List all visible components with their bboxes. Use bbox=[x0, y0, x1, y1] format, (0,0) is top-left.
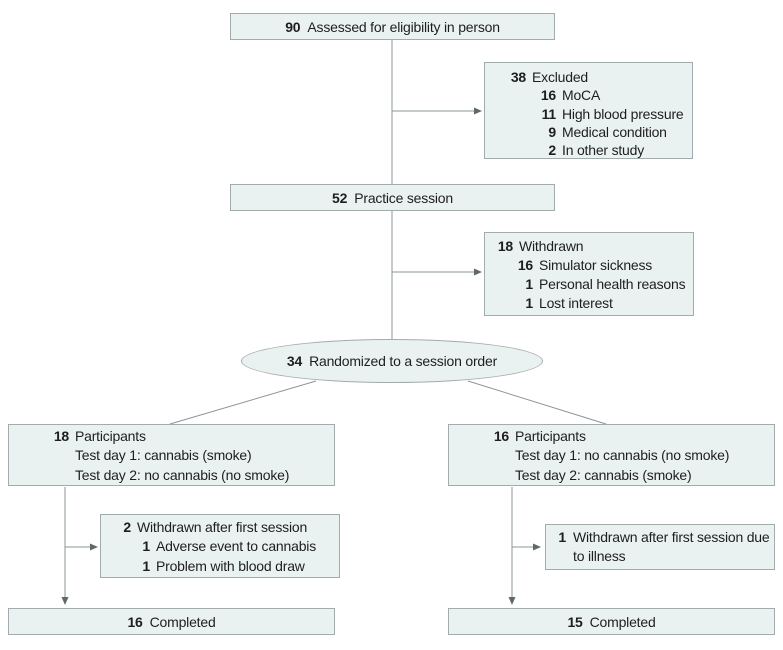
box-arm2-participants: 16 Participants Test day 1: no cannabis … bbox=[448, 424, 775, 486]
reason-label: Medical condition bbox=[562, 123, 667, 140]
completed-count: 16 bbox=[127, 613, 143, 630]
withdrawn-label: Withdrawn after first session bbox=[137, 519, 308, 535]
excluded-reason: 2 In other study bbox=[490, 141, 688, 159]
reason-count: 2 bbox=[548, 142, 556, 159]
spacer bbox=[29, 466, 69, 485]
arm2-testday1: Test day 1: no cannabis (no smoke) bbox=[515, 447, 730, 464]
completed-label: Completed bbox=[589, 613, 656, 630]
withdrawn-reason: 1 Personal health reasons bbox=[490, 275, 689, 294]
reason-count: 1 bbox=[525, 276, 533, 292]
withdrawn-count: 1 bbox=[558, 529, 566, 545]
box-excluded: 38 Excluded 16 MoCA 11 High blood pressu… bbox=[484, 62, 693, 159]
arrowhead-to-withdrawn-screening bbox=[474, 268, 482, 276]
reason-count: 1 bbox=[525, 295, 533, 311]
box-practice-session: 52 Practice session bbox=[230, 184, 555, 211]
reason-count: 16 bbox=[517, 257, 533, 273]
reason-label: Simulator sickness bbox=[539, 257, 653, 273]
reason-label: Problem with blood draw bbox=[156, 557, 305, 574]
box-arm1-participants: 18 Participants Test day 1: cannabis (sm… bbox=[8, 424, 335, 486]
branch-line-to-arm2 bbox=[467, 380, 607, 425]
arm1-testday1: Test day 1: cannabis (smoke) bbox=[75, 447, 252, 464]
reason-label: MoCA bbox=[562, 87, 601, 104]
excluded-heading: 38 Excluded bbox=[490, 68, 688, 86]
arm2-heading: 16 Participants bbox=[469, 427, 770, 446]
withdrawn-label: Withdrawn after first session due to ill… bbox=[573, 529, 770, 565]
excluded-reason: 11 High blood pressure bbox=[490, 105, 688, 123]
withdrawn-count: 2 bbox=[123, 519, 131, 535]
arm2-label: Participants bbox=[515, 428, 586, 444]
box-completed-arm2: 15 Completed bbox=[448, 608, 775, 635]
assessed-label: Assessed for eligibility in person bbox=[307, 18, 500, 35]
reason-label: Adverse event to cannabis bbox=[156, 538, 316, 555]
spacer bbox=[469, 466, 509, 485]
reason-count: 16 bbox=[540, 87, 556, 104]
excluded-reason: 9 Medical condition bbox=[490, 123, 688, 141]
arm1-heading: 18 Participants bbox=[29, 427, 330, 446]
assessed-count: 90 bbox=[285, 18, 301, 35]
excluded-reason: 16 MoCA bbox=[490, 86, 688, 104]
arrowhead-to-withdrawn-arm2 bbox=[533, 543, 541, 551]
completed-label: Completed bbox=[149, 613, 216, 630]
reason-label: In other study bbox=[562, 142, 645, 159]
withdrawn-label: Withdrawn bbox=[519, 238, 584, 254]
arm2-detail: Test day 2: cannabis (smoke) bbox=[469, 466, 770, 485]
arm1-label: Participants bbox=[75, 428, 146, 444]
reason-label: Lost interest bbox=[539, 295, 613, 311]
box-withdrawn-screening: 18 Withdrawn 16 Simulator sickness 1 Per… bbox=[484, 232, 694, 316]
spacer bbox=[469, 446, 509, 465]
arm1-detail: Test day 2: no cannabis (no smoke) bbox=[29, 466, 330, 485]
arrowhead-to-completed-arm1 bbox=[61, 597, 69, 605]
withdrawn-reason: 1 Adverse event to cannabis bbox=[107, 537, 335, 556]
withdrawn-reason: 16 Simulator sickness bbox=[490, 256, 689, 275]
randomized-label: Randomized to a session order bbox=[309, 353, 498, 369]
box-assessed-eligibility: 90 Assessed for eligibility in person bbox=[230, 13, 555, 40]
ellipse-randomized: 34 Randomized to a session order bbox=[241, 339, 543, 383]
reason-label: High blood pressure bbox=[562, 105, 684, 122]
box-completed-arm1: 16 Completed bbox=[8, 608, 335, 635]
arrowhead-to-withdrawn-arm1 bbox=[90, 543, 98, 551]
reason-count: 1 bbox=[142, 557, 150, 574]
box-withdrawn-arm2: 1 Withdrawn after first session due to i… bbox=[545, 524, 775, 570]
practice-count: 52 bbox=[332, 189, 348, 206]
reason-count: 9 bbox=[548, 123, 556, 140]
arm2-count: 16 bbox=[493, 428, 509, 444]
completed-count: 15 bbox=[567, 613, 583, 630]
arm2-testday2: Test day 2: cannabis (smoke) bbox=[515, 466, 692, 483]
randomized-count: 34 bbox=[286, 353, 303, 369]
reason-label: Personal health reasons bbox=[539, 276, 686, 292]
reason-count: 1 bbox=[142, 538, 150, 555]
withdrawn-reason: 1 Problem with blood draw bbox=[107, 557, 335, 576]
practice-label: Practice session bbox=[354, 189, 453, 206]
excluded-count: 38 bbox=[510, 69, 526, 85]
branch-line-to-arm1 bbox=[169, 380, 317, 425]
withdrawn-heading: 1 Withdrawn after first session due to i… bbox=[552, 528, 770, 567]
withdrawn-heading: 18 Withdrawn bbox=[490, 237, 689, 256]
withdrawn-reason: 1 Lost interest bbox=[490, 294, 689, 313]
arm1-detail: Test day 1: cannabis (smoke) bbox=[29, 446, 330, 465]
arm1-testday2: Test day 2: no cannabis (no smoke) bbox=[75, 466, 290, 483]
spacer bbox=[29, 446, 69, 465]
excluded-label: Excluded bbox=[532, 69, 588, 85]
withdrawn-heading: 2 Withdrawn after first session bbox=[107, 518, 335, 537]
arm2-detail: Test day 1: no cannabis (no smoke) bbox=[469, 446, 770, 465]
arm1-count: 18 bbox=[53, 428, 69, 444]
withdrawn-count: 18 bbox=[497, 238, 513, 254]
reason-count: 11 bbox=[541, 105, 557, 122]
arrowhead-to-excluded bbox=[474, 107, 482, 115]
box-withdrawn-arm1: 2 Withdrawn after first session 1 Advers… bbox=[100, 514, 340, 578]
arrowhead-to-completed-arm2 bbox=[508, 597, 516, 605]
